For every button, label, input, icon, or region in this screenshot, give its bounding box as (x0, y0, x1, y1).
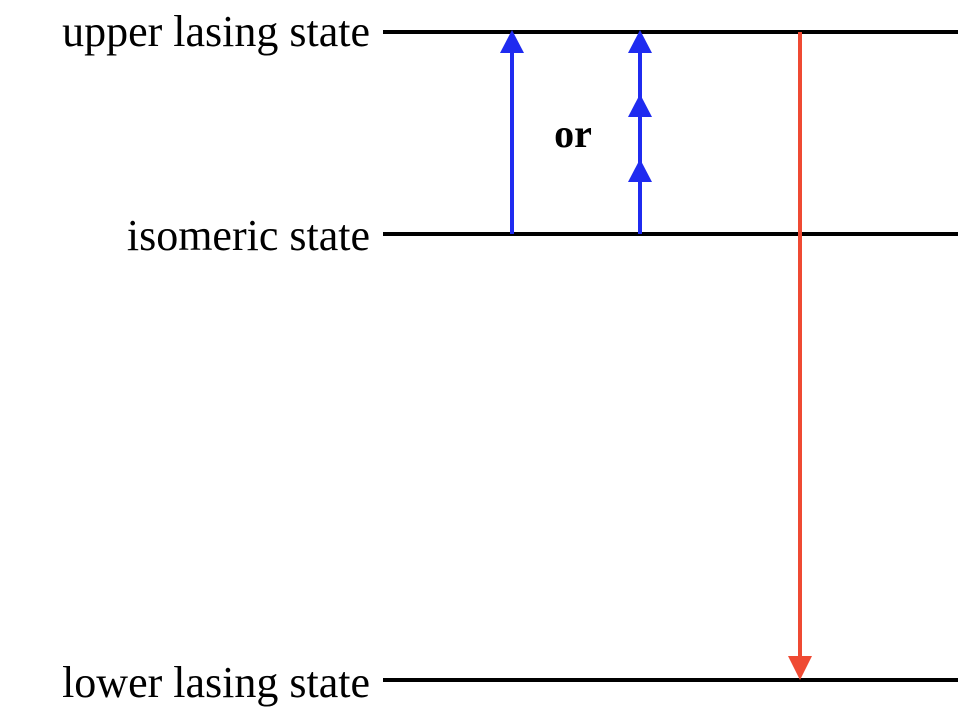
or-label: or (554, 111, 592, 156)
upper-lasing-state-label: upper lasing state (62, 7, 370, 56)
lower-lasing-state-label: lower lasing state (62, 658, 370, 707)
multi-step-excitation-arrow (628, 30, 652, 234)
single-step-excitation-arrow (500, 30, 524, 234)
lasing-emission-arrow (788, 32, 812, 680)
isomeric-state-label: isomeric state (127, 211, 370, 260)
